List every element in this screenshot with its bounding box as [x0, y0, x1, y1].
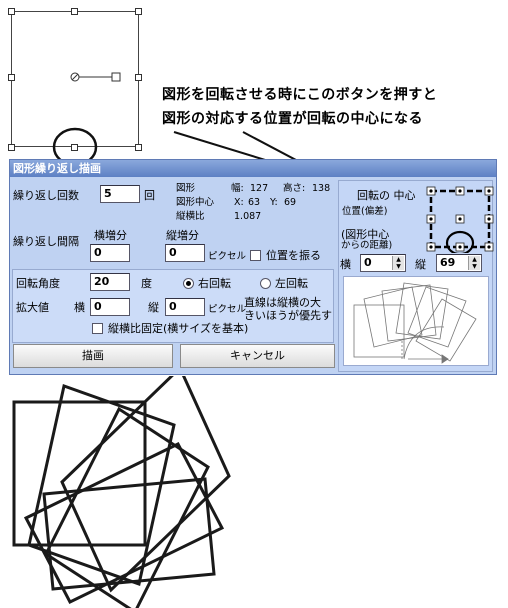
- cancel-button[interactable]: キャンセル: [180, 344, 335, 368]
- ratio-label: 縦横比: [176, 211, 205, 222]
- rotate-right-label: 右回転: [198, 277, 231, 290]
- offset-label: 位置(偏差): [342, 206, 388, 217]
- resize-handle[interactable]: [135, 8, 142, 15]
- resize-handle[interactable]: [8, 8, 15, 15]
- y-label: Y:: [270, 197, 278, 208]
- rotation-input[interactable]: 20: [90, 273, 130, 291]
- h-increment-input[interactable]: 0: [90, 244, 130, 262]
- h-increment-label: 横増分: [94, 229, 127, 242]
- center-h-value: 0: [364, 256, 372, 269]
- draw-button[interactable]: 描画: [13, 344, 173, 368]
- x-label: X:: [234, 197, 244, 208]
- line-note-1: 直線は縦横の大: [244, 296, 321, 309]
- v-increment-label: 縦増分: [166, 229, 199, 242]
- resize-handle[interactable]: [135, 74, 142, 81]
- rotate-left-label: 左回転: [275, 277, 308, 290]
- from-center-label-2: からの距離): [341, 240, 393, 251]
- interval-label: 繰り返し間隔: [13, 235, 79, 248]
- rotation-label: 回転角度: [16, 277, 60, 290]
- width-label: 幅:: [231, 183, 244, 194]
- repeat-count-label: 繰り返し回数: [13, 189, 79, 202]
- center-h-input[interactable]: 0 ▲▼: [360, 254, 406, 272]
- resize-handle[interactable]: [135, 144, 142, 151]
- center-v-input[interactable]: 69 ▲▼: [436, 254, 482, 272]
- spin-arrows-icon[interactable]: ▲▼: [468, 256, 480, 270]
- rotated-squares-result: [12, 376, 231, 608]
- keep-ratio-checkbox[interactable]: [92, 323, 103, 334]
- resize-handle[interactable]: [71, 8, 78, 15]
- line-note-2: きいほうが優先す: [244, 309, 332, 322]
- shape-info-label: 図形: [176, 183, 196, 194]
- scale-h-input[interactable]: 0: [90, 298, 130, 316]
- center-v-label: 縦: [415, 258, 426, 271]
- keep-ratio-label: 縦横比固定(横サイズを基本): [108, 322, 249, 335]
- pixel-unit-label: ピクセル: [208, 251, 247, 262]
- center-info-label: 図形中心: [176, 197, 215, 208]
- rotation-preview: [343, 276, 489, 366]
- y-value: 69: [284, 197, 297, 208]
- resize-handle[interactable]: [71, 144, 78, 151]
- scale-h-label: 横: [74, 301, 85, 314]
- resize-handle[interactable]: [8, 74, 15, 81]
- resize-handle[interactable]: [8, 144, 15, 151]
- v-increment-input[interactable]: 0: [165, 244, 205, 262]
- ratio-value: 1.087: [234, 211, 262, 222]
- scale-label: 拡大値: [16, 301, 49, 314]
- repeat-count-input[interactable]: 5: [100, 185, 140, 203]
- dialog-title: 図形繰り返し描画: [10, 160, 496, 177]
- repeat-count-unit: 回: [144, 189, 155, 202]
- scale-unit-label: ピクセル: [208, 304, 247, 315]
- callout-line-1: 図形を回転させる時にこのボタンを押すと: [162, 87, 438, 103]
- x-value: 63: [248, 197, 261, 208]
- repeat-draw-dialog: 図形繰り返し描画 繰り返し回数 5 回 図形 幅: 127 高さ: 138 図形…: [9, 159, 497, 375]
- center-panel-title: 回転の 中心: [357, 189, 416, 202]
- scale-v-input[interactable]: 0: [165, 298, 205, 316]
- callout-line-2: 図形の対応する位置が回転の中心になる: [162, 111, 423, 127]
- center-v-value: 69: [440, 256, 456, 269]
- from-center-label-1: (図形中心: [341, 228, 390, 241]
- spin-arrows-icon[interactable]: ▲▼: [392, 256, 404, 270]
- center-point-selector[interactable]: [417, 181, 495, 253]
- rotation-unit: 度: [141, 277, 152, 290]
- distribute-checkbox[interactable]: [250, 250, 261, 261]
- preview-diagram: [353, 282, 477, 364]
- center-h-label: 横: [340, 258, 351, 271]
- distribute-label: 位置を振る: [266, 249, 321, 262]
- scale-v-label: 縦: [148, 301, 159, 314]
- height-value: 138: [312, 183, 331, 194]
- rotate-right-radio[interactable]: [183, 278, 194, 289]
- height-label: 高さ:: [283, 183, 306, 194]
- width-value: 127: [250, 183, 269, 194]
- rotate-left-radio[interactable]: [260, 278, 271, 289]
